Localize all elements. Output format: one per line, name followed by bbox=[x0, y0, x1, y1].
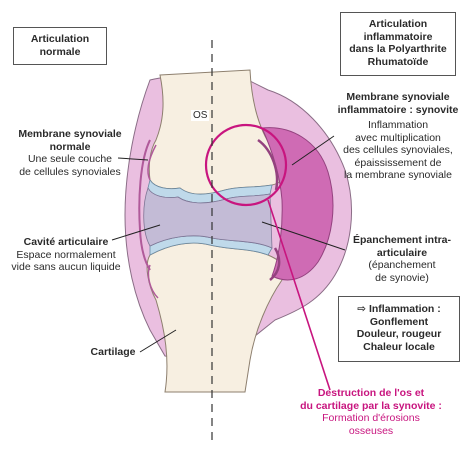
bone-label: OS bbox=[191, 110, 209, 121]
inflammation-box: ⇨ Inflammation : Gonflement Douleur, rou… bbox=[338, 296, 460, 362]
label-effusion: Épanchement intra- articulaire (épanchem… bbox=[343, 234, 461, 284]
label-destruction: Destruction de l'os et du cartilage par … bbox=[282, 387, 460, 437]
label-synovitis: Membrane synoviale inflammatoire : synov… bbox=[333, 91, 463, 182]
inflamed-joint-box: Articulation inflammatoire dans la Polya… bbox=[340, 12, 456, 76]
label-cavity: Cavité articulaire Espace normalement vi… bbox=[6, 236, 126, 274]
label-synovial-normal: Membrane synoviale normale Une seule cou… bbox=[4, 128, 136, 178]
normal-joint-box: Articulation normale bbox=[13, 27, 107, 65]
label-cartilage: Cartilage bbox=[78, 346, 148, 359]
